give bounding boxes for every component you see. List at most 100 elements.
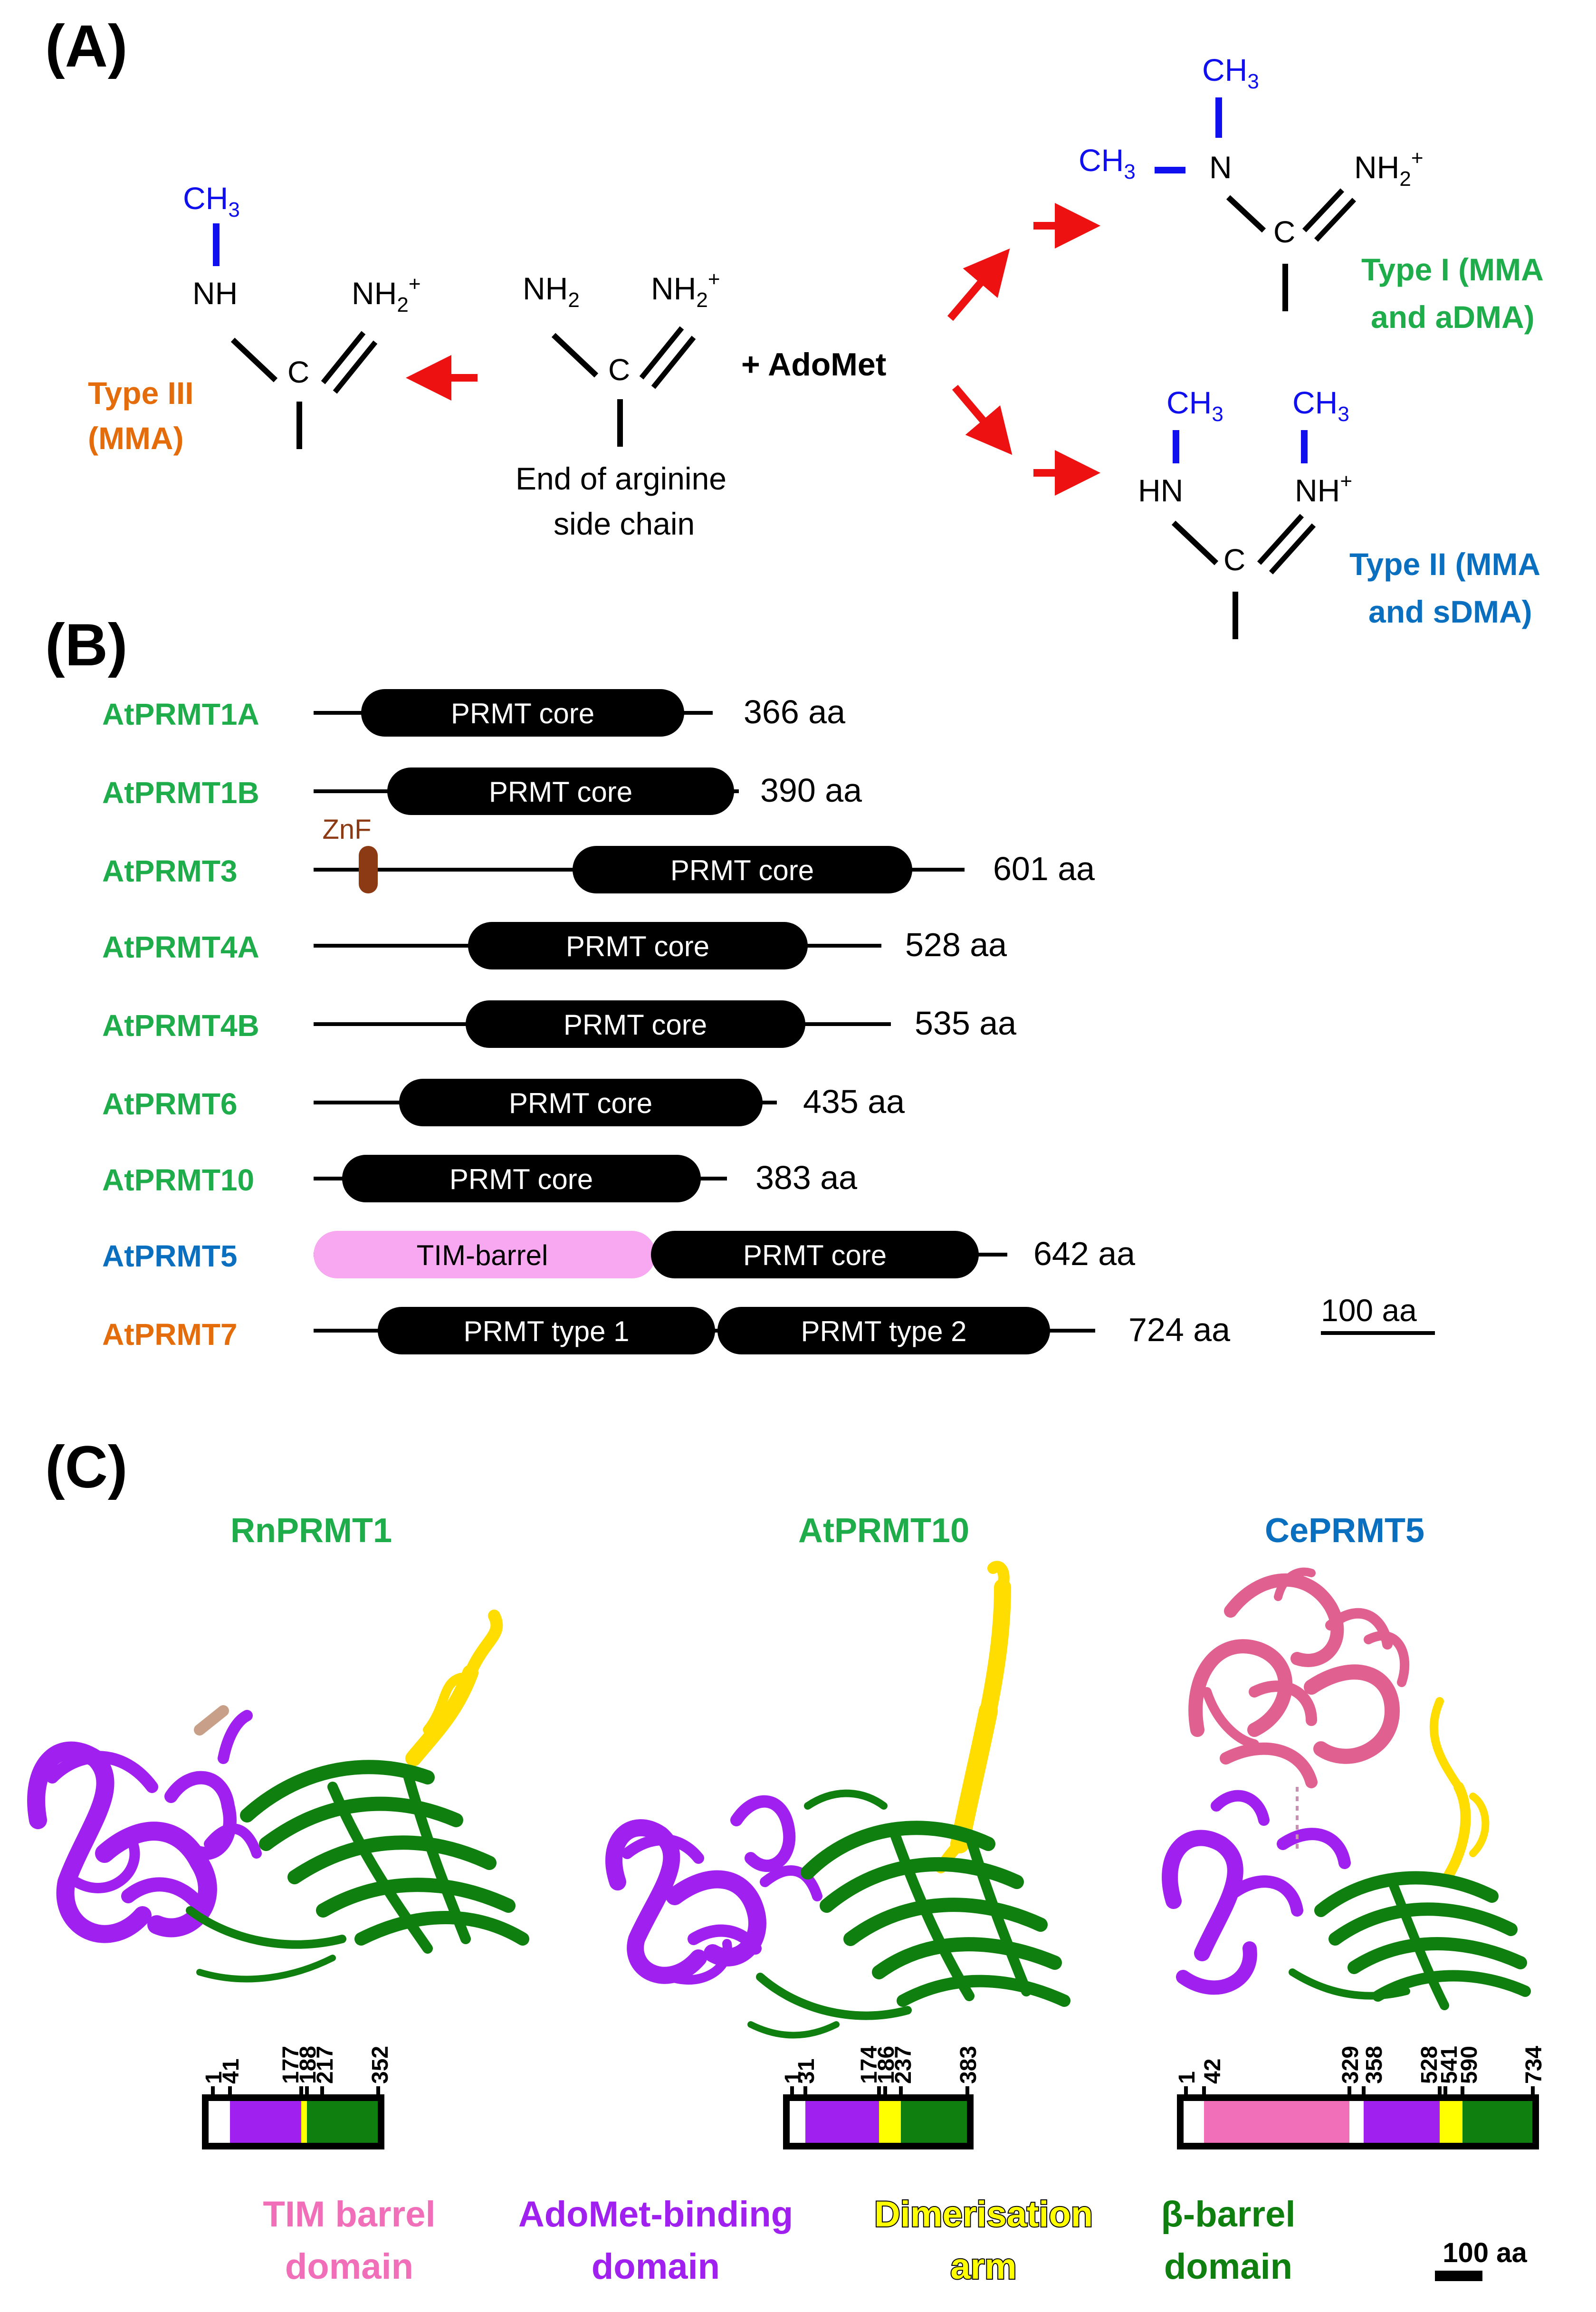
substrate-caption-1: End of arginine <box>516 461 726 496</box>
type3-label: Type III <box>88 375 194 411</box>
tick-label: 186 <box>874 2046 899 2084</box>
type1-double-2 <box>1314 198 1357 242</box>
segment-dimer <box>879 2101 901 2143</box>
protein-row: AtPRMT6 PRMT core 435 aa <box>102 1079 905 1126</box>
legend-adomet-2: domain <box>592 2246 720 2287</box>
domain-label: PRMT core <box>509 1087 652 1119</box>
dimerisation-arm-ribbon <box>935 1561 1011 1873</box>
type2-double-1 <box>1257 514 1304 565</box>
domain-label: PRMT core <box>670 854 814 886</box>
znf-domain <box>359 846 378 893</box>
legend-beta-2: domain <box>1164 2246 1292 2287</box>
legend-dimer-2: arm <box>950 2246 1016 2287</box>
structure-title: AtPRMT10 <box>798 1512 969 1550</box>
domain-label: PRMT core <box>564 1009 707 1041</box>
domain-label: PRMT type 2 <box>801 1315 966 1347</box>
substrate-double-1 <box>639 326 684 380</box>
panel-label-b: (B) <box>45 612 128 678</box>
segment-tim <box>1204 2101 1349 2143</box>
adomet-binding-ribbon <box>605 1795 822 1985</box>
protein-length: 528 aa <box>905 926 1007 963</box>
dimerisation-arm-ribbon <box>405 1610 503 1766</box>
beta-barrel-ribbon <box>186 1760 529 1983</box>
tim-barrel-ribbon <box>1188 1567 1410 1788</box>
legend-tim-2: domain <box>285 2246 413 2287</box>
protein-length: 642 aa <box>1033 1235 1135 1272</box>
domain-label: PRMT core <box>451 698 594 729</box>
legend-adomet: AdoMet-binding <box>518 2194 793 2235</box>
protein-row: AtPRMT5 TIM-barrel PRMT core 642 aa <box>102 1231 1135 1278</box>
domain-legend: TIM barrel domain AdoMet-binding domain … <box>263 2193 1527 2288</box>
panel-label-c: (C) <box>45 1434 128 1500</box>
type3-methyl: CH3 <box>183 181 240 221</box>
adomet-binding-ribbon <box>1162 1790 1351 1995</box>
segment-none <box>1349 2101 1364 2143</box>
legend-beta: β-barrel <box>1161 2194 1296 2235</box>
tick-label: 174 <box>857 2046 882 2084</box>
prmt-core-domain <box>651 1231 979 1278</box>
type3-double-bond-2 <box>333 340 378 394</box>
substrate-nh2plus: NH2+ <box>651 268 720 312</box>
legend-scale-label: 100 aa <box>1443 2237 1527 2268</box>
domain-bar-atprmt10: 1 31 174 186 237 383 <box>781 2046 981 2149</box>
tick-label: 237 <box>891 2046 916 2084</box>
protein-name: AtPRMT4A <box>102 930 259 964</box>
type1-label-2: and aDMA) <box>1371 299 1535 335</box>
arrow-down-diag <box>952 384 1013 455</box>
segment-dimer <box>301 2101 307 2143</box>
tick-label: 217 <box>313 2046 338 2084</box>
tick-marks <box>211 2086 380 2098</box>
type2-methyl-right: CH3 <box>1292 385 1349 426</box>
protein-name: AtPRMT7 <box>102 1317 237 1352</box>
type1-methyl-top: CH3 <box>1202 52 1259 93</box>
adomet-binding-ribbon <box>27 1705 262 1943</box>
type1-nh2plus: NH2+ <box>1354 146 1424 191</box>
domain-label: PRMT core <box>449 1163 593 1195</box>
tick-label: 734 <box>1521 2046 1547 2084</box>
tick-label: 352 <box>368 2046 393 2084</box>
substrate-caption-2: side chain <box>554 506 695 541</box>
type2-methyl-left: CH3 <box>1166 385 1223 426</box>
protein-name: AtPRMT4B <box>102 1008 259 1043</box>
segment-beta <box>307 2101 378 2143</box>
domain-bar-frame <box>202 2094 384 2149</box>
adomet-label: + AdoMet <box>741 346 886 383</box>
domain-label: PRMT core <box>743 1239 887 1271</box>
tick-label: 541 <box>1437 2046 1462 2084</box>
legend-dimer: Dimerisation <box>874 2194 1093 2235</box>
domain-label: PRMT core <box>489 776 632 808</box>
domain-bar-frame <box>1177 2094 1539 2149</box>
type1-structure: CH3 CH3 N NH2+ C Type I (MMA and aDMA) <box>1079 52 1544 335</box>
protein-name: AtPRMT1B <box>102 776 259 810</box>
atprmt10-structure <box>605 1561 1070 2039</box>
prmt-core-domain <box>466 1000 805 1048</box>
protein-length: 390 aa <box>760 772 862 809</box>
tick-label: 1 <box>201 2071 227 2084</box>
segment-none <box>1183 2101 1204 2143</box>
prmt-core-domain <box>573 846 912 893</box>
protein-row: AtPRMT4B PRMT core 535 aa <box>102 1000 1016 1048</box>
type3-nh2plus: NH2+ <box>352 272 421 317</box>
protein-row: AtPRMT3 ZnF PRMT core 601 aa <box>102 814 1095 893</box>
protein-name: AtPRMT3 <box>102 854 237 888</box>
dimerisation-arm-ribbon <box>1429 1697 1490 1887</box>
type2-structure: CH3 CH3 HN NH+ C Type II (MMA and sDMA) <box>1138 385 1540 639</box>
tick-label: 358 <box>1362 2046 1387 2084</box>
type3-nh: NH <box>192 276 238 311</box>
segment-dimer <box>1440 2101 1462 2143</box>
protein-name: AtPRMT1A <box>102 697 259 731</box>
legend-scale-bar <box>1435 2271 1482 2281</box>
segment-none <box>789 2101 805 2143</box>
prmt-core-domain <box>387 767 734 815</box>
tick-label: 42 <box>1200 2059 1225 2084</box>
type1-label: Type I (MMA <box>1361 252 1544 287</box>
type3-structure: CH3 NH NH2+ C Type III (MMA) <box>88 181 421 456</box>
tick-marks <box>790 2086 969 2098</box>
type2-carbon: C <box>1223 543 1245 577</box>
substrate-structure: NH2 NH2+ C End of arginine side chain <box>516 268 726 541</box>
segment-adomet <box>230 2101 301 2143</box>
type2-label-2: and sDMA) <box>1368 594 1532 629</box>
prmt-core-domain <box>399 1079 763 1126</box>
beta-barrel-ribbon <box>747 1789 1070 2039</box>
tick-label: 383 <box>956 2046 981 2084</box>
